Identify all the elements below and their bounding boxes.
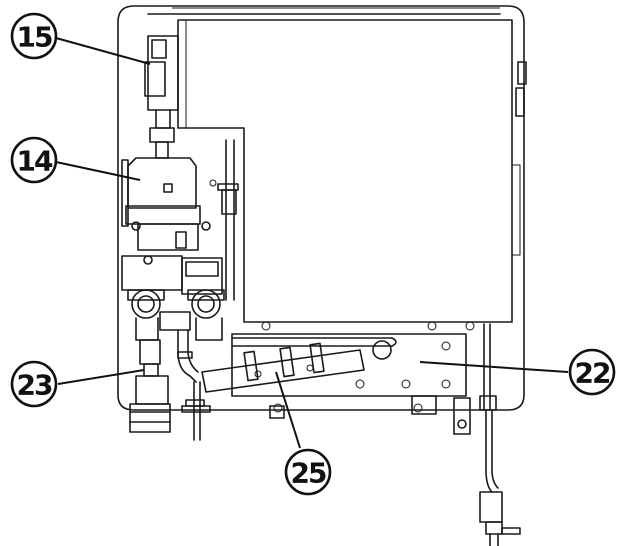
callout-14-label: 14 bbox=[17, 145, 53, 178]
callout-25-label: 25 bbox=[291, 457, 326, 490]
callout-15-label: 15 bbox=[17, 21, 52, 54]
vertical-pipes bbox=[209, 139, 239, 301]
component-14 bbox=[121, 141, 211, 251]
lower-block bbox=[121, 255, 223, 295]
callout-22: 22 bbox=[568, 348, 616, 396]
bottom-fixtures bbox=[181, 323, 497, 435]
component-22 bbox=[231, 321, 475, 415]
component-25 bbox=[201, 342, 365, 393]
callout-25: 25 bbox=[284, 448, 332, 496]
callout-15: 15 bbox=[10, 12, 58, 60]
component-23 bbox=[129, 339, 171, 433]
fittings-left bbox=[127, 289, 225, 341]
upper-panel bbox=[177, 19, 513, 323]
leader-22 bbox=[419, 361, 569, 373]
component-15 bbox=[144, 35, 179, 143]
leader-23 bbox=[57, 369, 145, 385]
hose bbox=[177, 329, 205, 441]
leader-lines bbox=[55, 37, 569, 449]
power-cord bbox=[479, 409, 521, 546]
callout-23-label: 23 bbox=[17, 369, 52, 402]
callout-14: 14 bbox=[10, 136, 58, 184]
leader-15 bbox=[55, 37, 151, 65]
leader-25 bbox=[275, 371, 301, 449]
callout-23: 23 bbox=[10, 360, 58, 408]
callout-22-label: 22 bbox=[575, 357, 610, 390]
leader-14 bbox=[55, 161, 141, 181]
housing bbox=[117, 5, 527, 411]
